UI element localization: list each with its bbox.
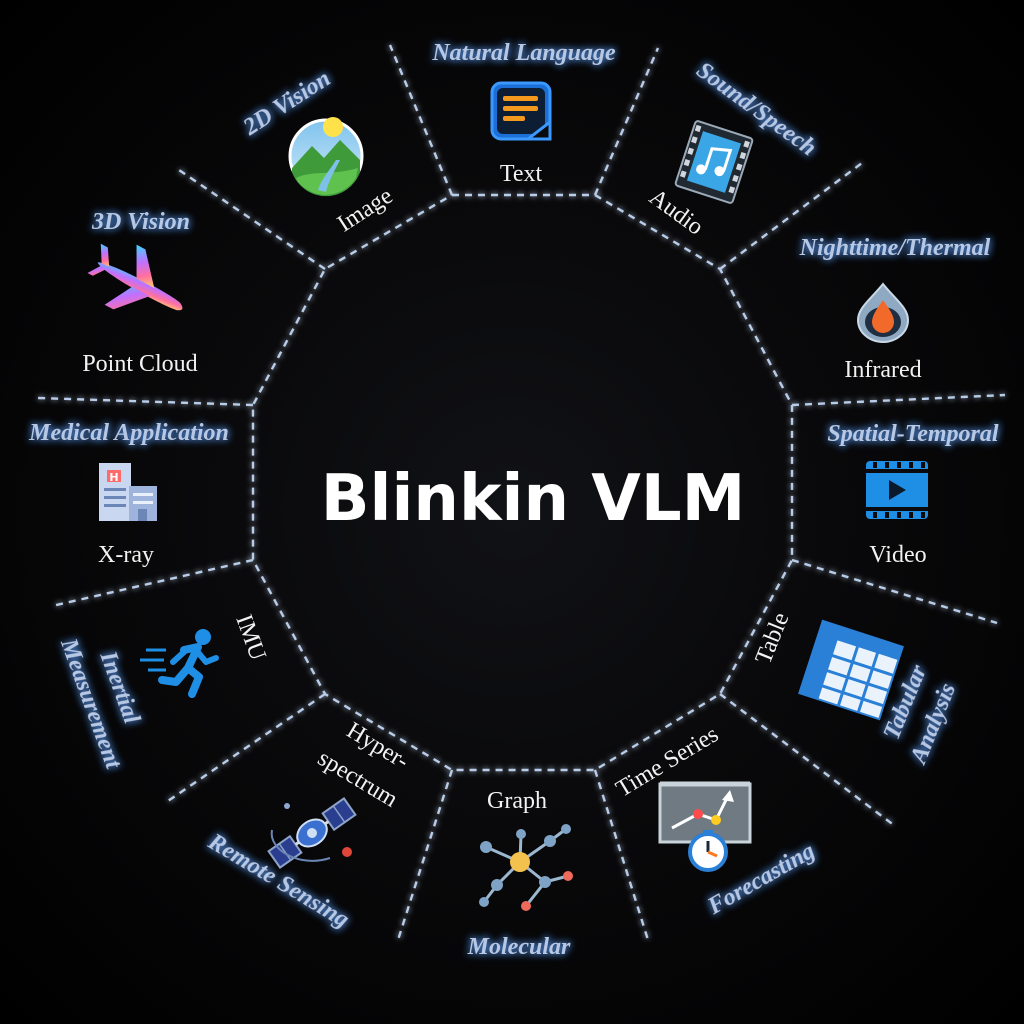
table-grid-icon bbox=[798, 619, 904, 721]
modality-label: Point Cloud bbox=[82, 351, 197, 377]
orbit-dot bbox=[284, 803, 290, 809]
sector-image: 2D Vision Image bbox=[238, 66, 397, 238]
category-label: Natural Language bbox=[431, 40, 616, 66]
modality-label: Infrared bbox=[844, 357, 921, 383]
category-label: Nighttime/Thermal bbox=[799, 235, 991, 261]
sector-infrared: Nighttime/Thermal Infrared bbox=[799, 235, 991, 383]
airplane-pointcloud-icon bbox=[87, 243, 183, 311]
satellite-icon bbox=[267, 797, 357, 869]
category-label: Molecular bbox=[467, 934, 571, 960]
svg-text:H: H bbox=[109, 471, 118, 484]
divider bbox=[791, 558, 998, 625]
chart-clock-icon bbox=[658, 781, 752, 872]
molecule-graph-icon bbox=[479, 824, 573, 911]
document-icon bbox=[490, 81, 552, 141]
divider bbox=[593, 769, 650, 941]
thermal-drop-icon bbox=[856, 282, 910, 343]
divider bbox=[396, 769, 454, 941]
divider bbox=[719, 693, 896, 827]
divider bbox=[719, 162, 863, 270]
divider bbox=[388, 44, 454, 196]
sector-timeseries: Forecasting Time Series bbox=[612, 721, 820, 920]
divider bbox=[51, 558, 254, 608]
modality-label: X-ray bbox=[98, 542, 154, 568]
orbit-path bbox=[270, 829, 331, 862]
sector-hyperspectrum: Remote Sensing Hyper- spectrum bbox=[203, 717, 413, 933]
category-label: Spatial-Temporal bbox=[827, 421, 998, 447]
hub: Blinkin VLM bbox=[251, 193, 794, 772]
divider bbox=[791, 393, 1006, 407]
modality-label: Graph bbox=[487, 788, 547, 814]
divider bbox=[37, 396, 254, 407]
divider bbox=[164, 693, 326, 804]
divider bbox=[175, 167, 326, 270]
sector-video: Spatial-Temporal Video bbox=[827, 421, 998, 568]
modality-label: Table bbox=[751, 609, 795, 668]
sector-table: Tabular Analysis Table bbox=[751, 609, 962, 769]
landscape-image-icon bbox=[288, 117, 364, 197]
modality-label: Text bbox=[500, 161, 543, 187]
category-label: 3D Vision bbox=[91, 209, 190, 235]
sector-xray: Medical Application H X-ray bbox=[28, 420, 229, 568]
video-play-icon bbox=[866, 461, 928, 519]
divider bbox=[593, 47, 660, 196]
running-person-icon bbox=[140, 629, 219, 698]
category-label: Medical Application bbox=[28, 420, 229, 446]
modality-label: IMU bbox=[230, 611, 270, 664]
orbit-dot bbox=[342, 847, 352, 857]
modality-label: Video bbox=[869, 542, 926, 568]
sector-imu: Inertial Measurement IMU bbox=[55, 611, 271, 773]
hub-title: Blinkin VLM bbox=[321, 462, 746, 536]
sector-pointcloud: 3D Vision Point Cloud bbox=[82, 209, 197, 377]
music-film-icon bbox=[674, 120, 754, 204]
sector-dividers bbox=[37, 44, 1006, 941]
sector-graph: Molecular Graph bbox=[467, 788, 573, 960]
hospital-icon: H bbox=[99, 463, 157, 521]
sector-text: Natural Language Text bbox=[431, 40, 616, 187]
